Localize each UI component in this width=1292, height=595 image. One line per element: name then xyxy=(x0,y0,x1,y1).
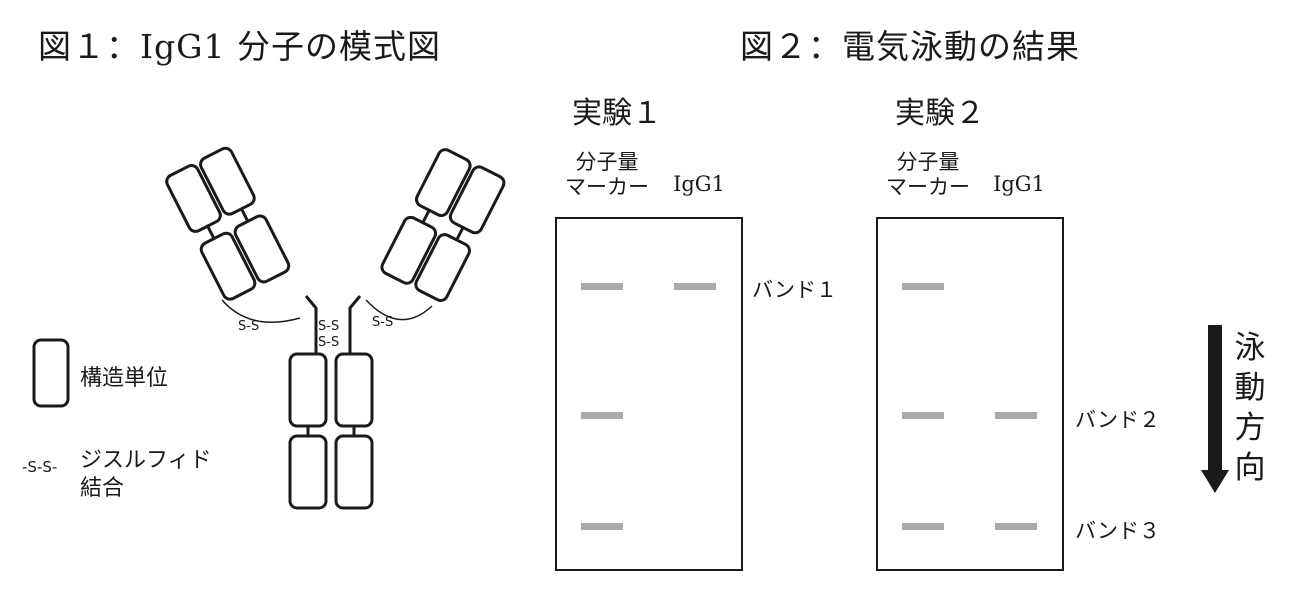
lane-header-marker: 分子量 マーカー xyxy=(557,150,657,200)
legend-structural-unit-icon xyxy=(32,338,70,408)
migration-direction-char: 向 xyxy=(1234,450,1266,486)
gel-experiment-2 xyxy=(876,217,1064,571)
lane-header-igg1: IgG1 xyxy=(993,172,1045,196)
lane-header-marker-line2: マーカー xyxy=(565,175,649,199)
lane-header-marker: 分子量 マーカー xyxy=(878,150,978,200)
marker-band-3 xyxy=(581,523,623,530)
figure1-title: 図１：IgG1 分子の模式図 xyxy=(38,27,442,66)
experiment-1-title: 実験１ xyxy=(572,96,662,131)
structural-unit xyxy=(288,352,328,428)
structural-unit xyxy=(334,352,374,428)
legend-disulfide-label: ジスルフィド xyxy=(80,448,212,473)
marker-band-3 xyxy=(902,523,944,530)
gel-experiment-1 xyxy=(555,217,743,571)
experiment-2-title: 実験２ xyxy=(895,96,985,131)
igg1-band-3 xyxy=(995,523,1037,530)
ss-bond-label: S-S xyxy=(372,315,393,330)
lane-header-igg1: IgG1 xyxy=(673,172,725,196)
band-2-label: バンド２ xyxy=(1075,408,1161,432)
band-3-label: バンド３ xyxy=(1075,519,1161,543)
ss-bond-label: S-S xyxy=(318,319,339,334)
migration-direction-arrow xyxy=(1201,325,1229,493)
lane-header-marker-line1: 分子量 xyxy=(575,150,639,174)
migration-direction-char: 動 xyxy=(1234,370,1266,406)
marker-band-1 xyxy=(581,283,623,290)
migration-direction-char: 方 xyxy=(1234,410,1266,446)
ss-bond-label: S-S xyxy=(238,319,259,334)
lane-header-marker-line2: マーカー xyxy=(886,175,970,199)
legend-ss-symbol: -S-S- xyxy=(22,458,58,476)
structural-unit xyxy=(288,434,328,510)
structural-unit xyxy=(380,215,438,285)
marker-band-2 xyxy=(902,412,944,419)
figure2-title: 図２：電気泳動の結果 xyxy=(740,27,1080,66)
band-1-label: バンド１ xyxy=(752,278,838,302)
marker-band-1 xyxy=(902,283,944,290)
structural-unit xyxy=(334,434,374,510)
migration-direction-char: 泳 xyxy=(1234,330,1266,366)
lane-header-marker-line1: 分子量 xyxy=(896,150,960,174)
legend-structural-unit-label: 構造単位 xyxy=(80,366,169,391)
left-fab-arm xyxy=(165,146,291,301)
marker-band-2 xyxy=(581,412,623,419)
right-fab-arm xyxy=(380,148,506,302)
ss-bond-label: S-S xyxy=(318,335,339,350)
legend-disulfide-label-2: 結合 xyxy=(80,476,125,501)
igg1-band-1 xyxy=(674,283,716,290)
migration-direction-label: 泳動方向 xyxy=(1232,328,1268,488)
igg1-band-2 xyxy=(995,412,1037,419)
